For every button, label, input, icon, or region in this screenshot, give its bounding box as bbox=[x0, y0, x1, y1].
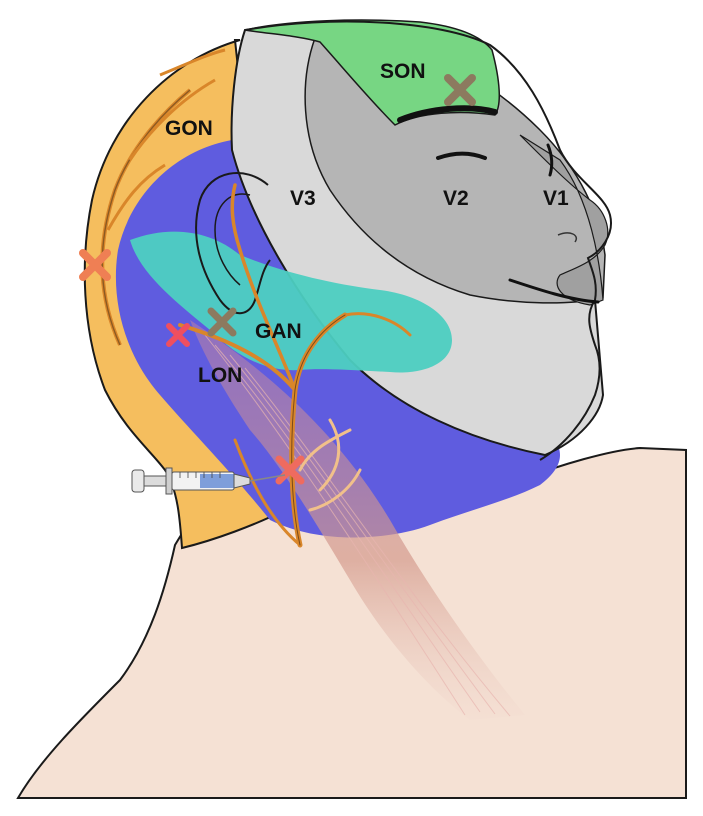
cross-mark-icon bbox=[444, 74, 476, 106]
eye-line bbox=[436, 151, 487, 160]
cervical-plexus-nerves bbox=[178, 183, 412, 548]
cross-mark-icon bbox=[207, 307, 237, 337]
label-v3: V3 bbox=[290, 187, 316, 210]
syringe-icon bbox=[131, 467, 286, 495]
gan-region bbox=[130, 231, 452, 373]
neck-muscle bbox=[190, 320, 525, 720]
label-v2: V2 bbox=[443, 187, 469, 210]
label-gan: GAN bbox=[255, 320, 302, 343]
v1-region bbox=[519, 134, 609, 306]
nostril bbox=[557, 232, 577, 243]
label-v1: V1 bbox=[543, 187, 569, 210]
gon-nerve bbox=[100, 48, 226, 346]
muscle-fibers bbox=[204, 334, 511, 717]
cross-mark-icon bbox=[275, 455, 305, 485]
eyebrow bbox=[397, 105, 498, 123]
cross-mark-icon bbox=[166, 323, 190, 347]
face-profile-outline bbox=[244, 20, 612, 461]
mouth-line bbox=[508, 278, 600, 304]
cross-mark-icon bbox=[79, 249, 111, 281]
ear-outline bbox=[195, 172, 271, 315]
label-lon: LON bbox=[198, 364, 242, 387]
label-gon: GON bbox=[165, 117, 213, 140]
label-son: SON bbox=[380, 60, 426, 83]
eye-line-far bbox=[546, 143, 554, 177]
